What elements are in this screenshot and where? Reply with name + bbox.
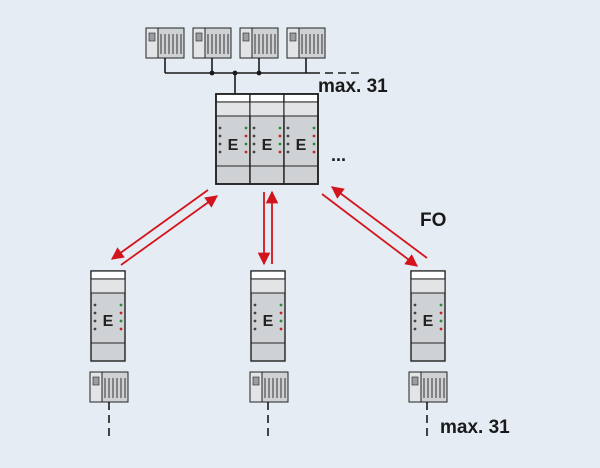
coupler-station-middle <box>249 270 289 440</box>
coupler-cluster-top <box>215 93 319 185</box>
label-max-top: max. 31 <box>318 76 388 97</box>
io-device-top-4 <box>286 27 326 59</box>
label-ellipsis: ... <box>331 145 346 165</box>
module-label-top-1: E <box>228 137 239 154</box>
io-device-top-1 <box>145 27 185 59</box>
label-max-bottom: max. 31 <box>440 417 510 438</box>
label-fiber: FO <box>420 210 446 231</box>
io-device-top-3 <box>239 27 279 59</box>
module-label-left: E <box>103 313 114 330</box>
fiber-arrows <box>110 186 428 267</box>
module-label-top-2: E <box>262 137 273 154</box>
io-device-top-2 <box>192 27 232 59</box>
module-label-middle: E <box>263 313 274 330</box>
module-label-right: E <box>423 313 434 330</box>
coupler-station-left <box>89 270 129 440</box>
module-label-top-3: E <box>296 137 307 154</box>
top-bus <box>164 58 362 94</box>
coupler-station-right <box>408 270 448 440</box>
